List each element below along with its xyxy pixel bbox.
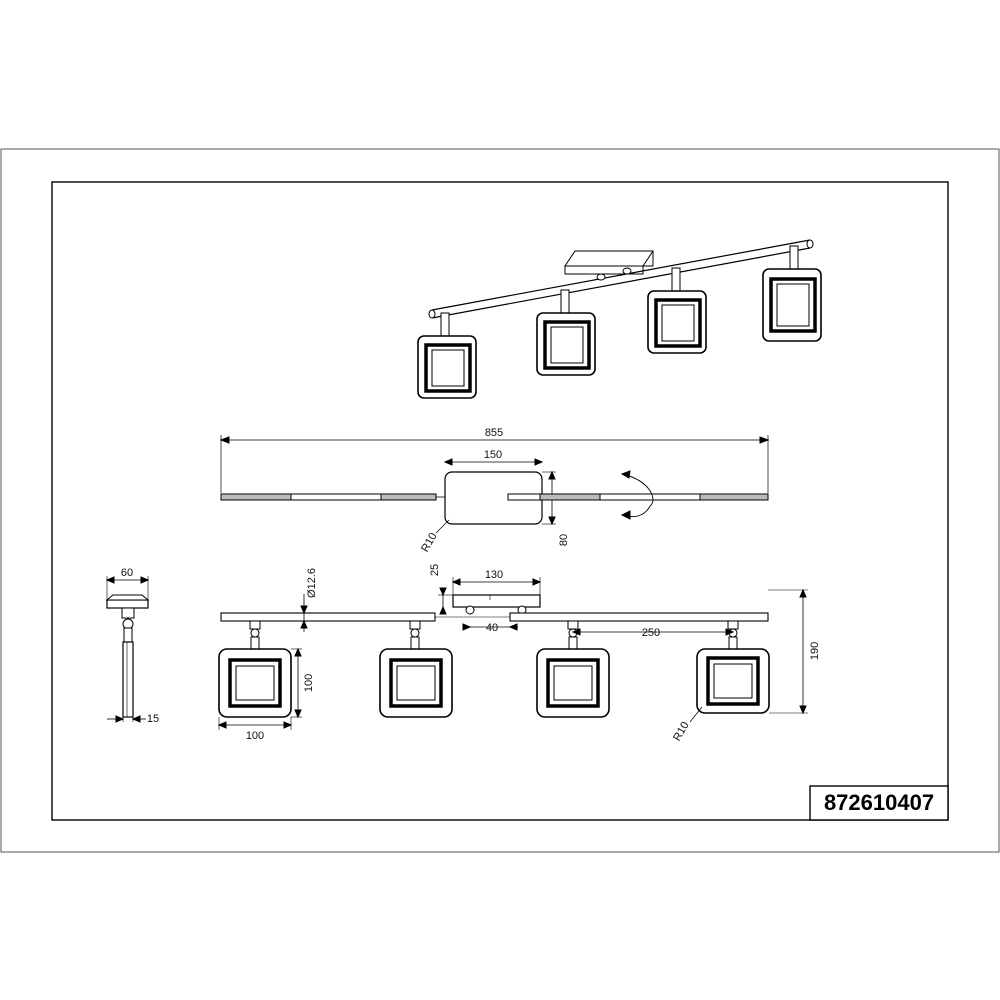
inner-frame (51, 181, 949, 821)
dim-side-thickness: 15 (147, 713, 159, 725)
part-number: 872610407 (824, 790, 934, 815)
dim-bar-diameter: Ø12.6 (306, 568, 318, 598)
top-view (219, 435, 770, 534)
part-number-box: 872610407 (809, 785, 949, 821)
dim-total-length: 855 (485, 427, 503, 439)
dim-plate-radius: R10 (419, 531, 439, 554)
dim-plate-width-front: 130 (485, 569, 503, 581)
front-view (217, 577, 808, 730)
dim-head-radius: R10 (671, 720, 691, 743)
dim-head-width: 100 (246, 730, 264, 742)
perspective-view (417, 239, 822, 399)
side-view (105, 576, 150, 723)
dim-plate-height: 25 (429, 564, 441, 576)
dim-total-height: 190 (809, 642, 821, 660)
dim-side-width: 60 (121, 567, 133, 579)
dimension-labels: 855 150 80 R10 60 15 Ø12.6 25 130 40 250… (121, 427, 821, 743)
dim-head-height: 100 (303, 674, 315, 692)
dim-spot-offset: 40 (486, 622, 498, 634)
dim-plate-depth: 80 (558, 534, 570, 546)
dim-plate-width-top: 150 (484, 449, 502, 461)
outer-frame (0, 148, 1000, 853)
dim-spot-spacing: 250 (642, 627, 660, 639)
